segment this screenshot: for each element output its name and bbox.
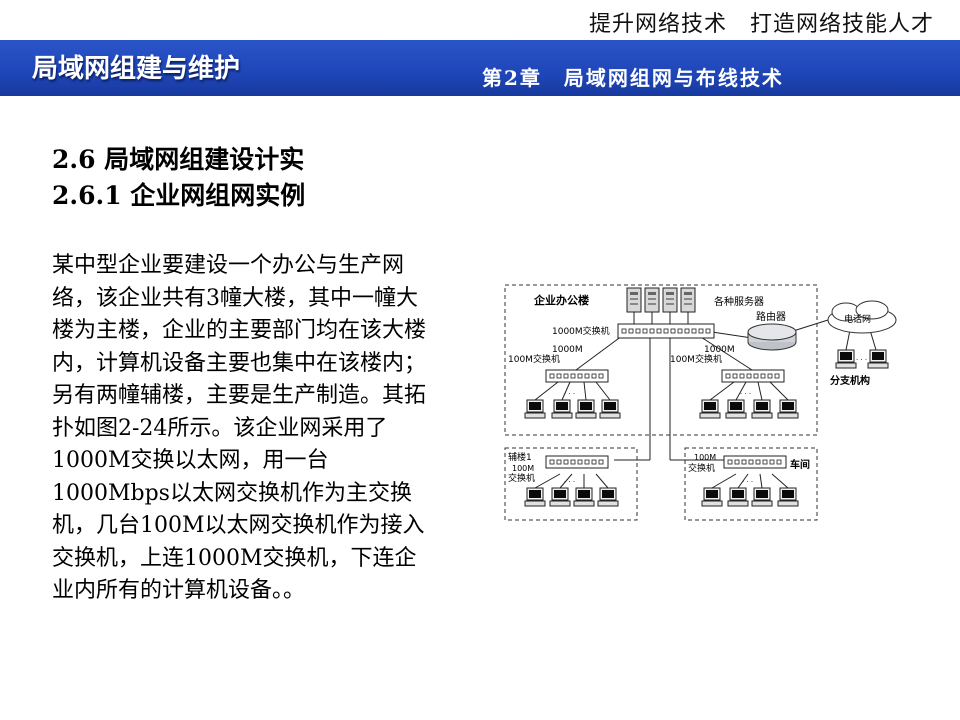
aux-building-label: 辅楼1 xyxy=(508,451,532,463)
title-banner: 局域网组建与维护 第2章 局域网组网与布线技术 xyxy=(0,40,960,96)
servers-label: 各种服务器 xyxy=(714,295,764,308)
access-switch-right xyxy=(721,369,785,383)
cloud-icon xyxy=(827,300,897,334)
access-switch-left xyxy=(545,369,609,383)
branch-label: 分支机构 xyxy=(830,374,870,387)
body-paragraph: 某中型企业要建设一个办公与生产网络，该企业共有3幢大楼，其中一幢大楼为主楼，企业… xyxy=(52,253,427,603)
pc-group-main-left xyxy=(524,399,621,419)
workshop-access-switch xyxy=(723,455,787,469)
building-outlines xyxy=(504,284,818,521)
pc-group-workshop xyxy=(701,487,799,507)
ellipsis-workshop: · · · xyxy=(742,478,753,486)
aux-switch-speed: 100M xyxy=(512,464,534,473)
main-switch-label: 1000M交换机 xyxy=(552,325,610,337)
aux-access-switch xyxy=(545,455,609,469)
ellipsis-aux: · · · xyxy=(564,478,575,486)
router-label: 路由器 xyxy=(756,310,786,323)
branch-ellipsis: · · · xyxy=(856,356,867,364)
pc-group-main-right xyxy=(699,399,799,419)
main-switch-ports xyxy=(621,328,711,334)
router-icon xyxy=(747,323,797,351)
pc-group-aux xyxy=(524,487,619,507)
slogan: 提升网络技术 打造网络技能人才 xyxy=(588,12,934,37)
switch-100m-left-label: 100M交换机 xyxy=(508,353,560,365)
main-switch-icon xyxy=(617,323,715,339)
main-building-label: 企业办公楼 xyxy=(533,293,589,307)
workshop-switch-speed: 100M xyxy=(694,453,716,462)
course-title: 局域网组建与维护 xyxy=(32,54,241,84)
switch-100m-right-label: 100M交换机 xyxy=(670,353,722,365)
section-heading: 2.6 局域网组建设计实 xyxy=(52,145,305,174)
workshop-label: 车间 xyxy=(790,458,810,471)
subsection-heading: 2.6.1 企业网组网实例 xyxy=(52,181,306,210)
network-topology-diagram: 各种服务器 企业办公楼 1000M交换机 路由器 电话网 · · · 分支机构 … xyxy=(504,284,897,521)
ellipsis-main-left: · · · xyxy=(564,390,575,398)
phone-network-label: 电话网 xyxy=(844,313,871,325)
workshop-switch-label: 交换机 xyxy=(688,462,715,474)
aux-switch-label: 交换机 xyxy=(508,472,535,484)
link-label-right: 1000M xyxy=(704,345,735,355)
server-group xyxy=(626,287,696,313)
ellipsis-main-right: · · · xyxy=(740,390,751,398)
link-label-left: 1000M xyxy=(552,345,583,355)
chapter-title: 第2章 局域网组网与布线技术 xyxy=(482,66,784,90)
